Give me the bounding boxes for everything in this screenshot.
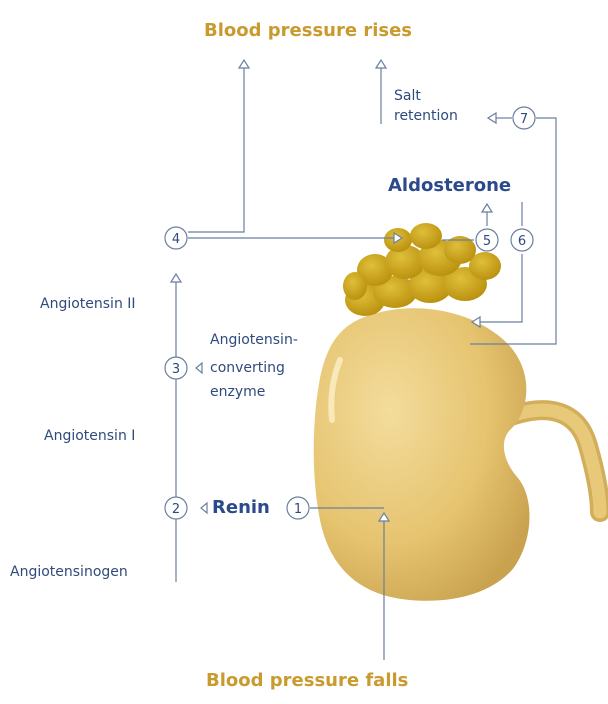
- step-2-number: 2: [172, 502, 180, 517]
- bp-rises-line-left: [188, 68, 244, 232]
- step-7-number: 7: [520, 112, 528, 127]
- bp-falls-title: Blood pressure falls: [206, 670, 408, 691]
- bp-rises-title: Blood pressure rises: [204, 20, 412, 41]
- step-3-number: 3: [172, 362, 180, 377]
- arrow-up-bp-rises-right: [376, 60, 386, 68]
- arrow-up-bp-rises-left: [239, 60, 249, 68]
- arrow-left-renin: [201, 503, 207, 513]
- renin-label: Renin: [212, 497, 270, 519]
- arrow-left-ace: [196, 363, 202, 373]
- ace-label-line2: converting: [210, 360, 285, 377]
- angiotensin-i-label: Angiotensin I: [44, 428, 135, 445]
- ace-label-line3: enzyme: [210, 384, 265, 401]
- step-5-number: 5: [483, 234, 491, 249]
- step-1-number: 1: [294, 502, 302, 517]
- ace-label-line1: Angiotensin-: [210, 332, 298, 349]
- step-4-number: 4: [172, 232, 180, 247]
- angiotensin-ii-label: Angiotensin II: [40, 296, 136, 313]
- arrow-up-angiotensin-ii: [171, 274, 181, 282]
- kidney: [314, 308, 530, 601]
- angiotensinogen-label: Angiotensinogen: [10, 564, 128, 581]
- arrow-left-salt: [488, 113, 496, 123]
- arrow-up-aldosterone: [482, 204, 492, 212]
- salt-label-line2: retention: [394, 108, 458, 125]
- aldosterone-label: Aldosterone: [388, 175, 511, 197]
- salt-label-line1: Salt: [394, 88, 421, 105]
- step-6-number: 6: [518, 234, 526, 249]
